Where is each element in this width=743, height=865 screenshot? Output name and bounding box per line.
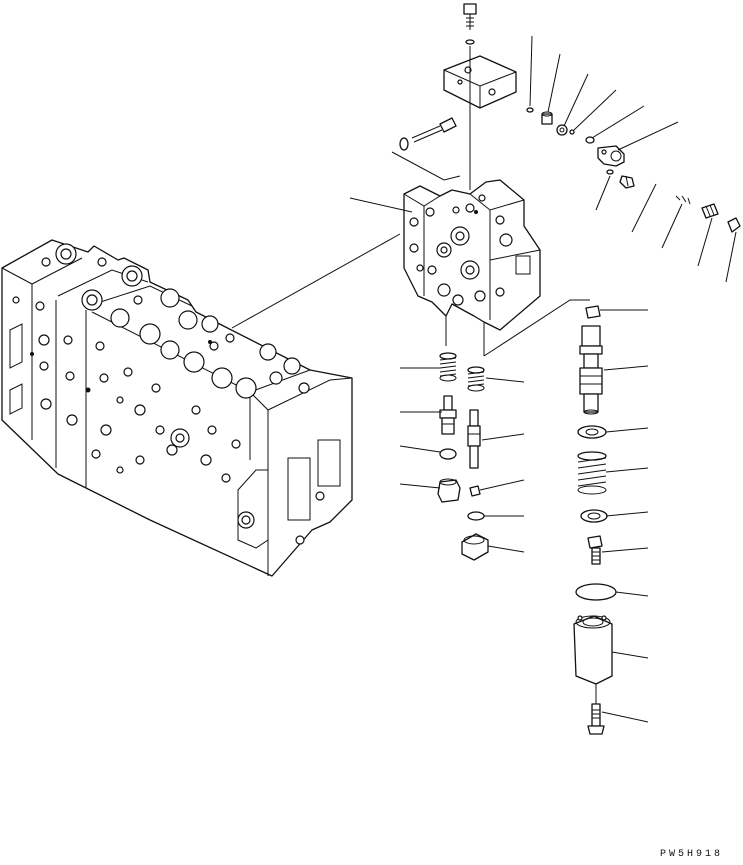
callout-c14 [603,365,649,371]
poppet-right [467,409,481,469]
callout-c11 [725,231,737,283]
callout-leaders [349,35,737,723]
plug-small [541,111,553,125]
small-valve-right [469,485,481,497]
cap-bolt [587,703,605,735]
poppet-left [439,395,457,435]
check-poppet [619,175,635,189]
callout-c18 [601,547,649,553]
callout-c15 [605,427,649,433]
bolt-with-washer [399,117,457,151]
o-ring-left [439,448,457,460]
callout-c6 [617,121,679,151]
small-o-ring-2 [569,129,575,135]
callout-c9 [661,203,683,249]
callout-c25 [399,483,441,489]
hex-plug [727,217,741,233]
spool-spring [577,451,607,495]
small-spring [675,195,691,205]
section-leader-line [231,233,401,329]
spool-cap [585,305,601,319]
small-o-ring-3 [585,136,595,144]
callout-c21 [601,711,649,723]
relief-valve [597,145,625,167]
top-o-ring [465,39,475,45]
callout-c5 [591,105,645,139]
callout-c28 [479,479,525,491]
callout-c3 [563,73,589,127]
callout-c12 [349,197,413,213]
plug-bottom [461,533,489,561]
callout-c10 [697,217,713,267]
spring-seat-upper [577,425,607,439]
main-valve-assembly [1,239,353,577]
small-o-ring-4 [606,169,614,175]
callout-c1 [529,35,533,107]
small-o-ring-1 [526,107,534,113]
callout-c24 [399,445,441,453]
threaded-plug [701,203,719,219]
callout-c17 [605,511,649,517]
drawing-code: PW5H918 [660,849,723,860]
spool-bolt [587,535,603,565]
bolt-leader [391,151,461,181]
callout-c20 [611,651,649,659]
callout-c4 [573,89,617,131]
callout-c8 [631,183,657,233]
valve-section-block [403,179,541,331]
spool-leader [483,299,590,357]
spring-left [439,352,457,382]
spring-right [467,366,485,392]
main-spool [579,325,603,415]
callout-c2 [547,53,561,113]
spring-seat-lower [580,509,608,523]
callout-c19 [615,591,649,597]
top-bolt [463,3,477,30]
callout-c27 [481,433,525,441]
callout-c16 [605,467,649,473]
callout-c26 [485,377,525,383]
cover-plate [443,55,517,109]
o-ring-right [467,511,485,521]
fitting-ring [556,124,568,136]
callout-c7 [595,175,611,211]
callout-c30 [487,545,525,553]
large-o-ring [575,583,617,601]
plug-left [437,478,461,503]
spool-cap-housing [573,615,613,685]
